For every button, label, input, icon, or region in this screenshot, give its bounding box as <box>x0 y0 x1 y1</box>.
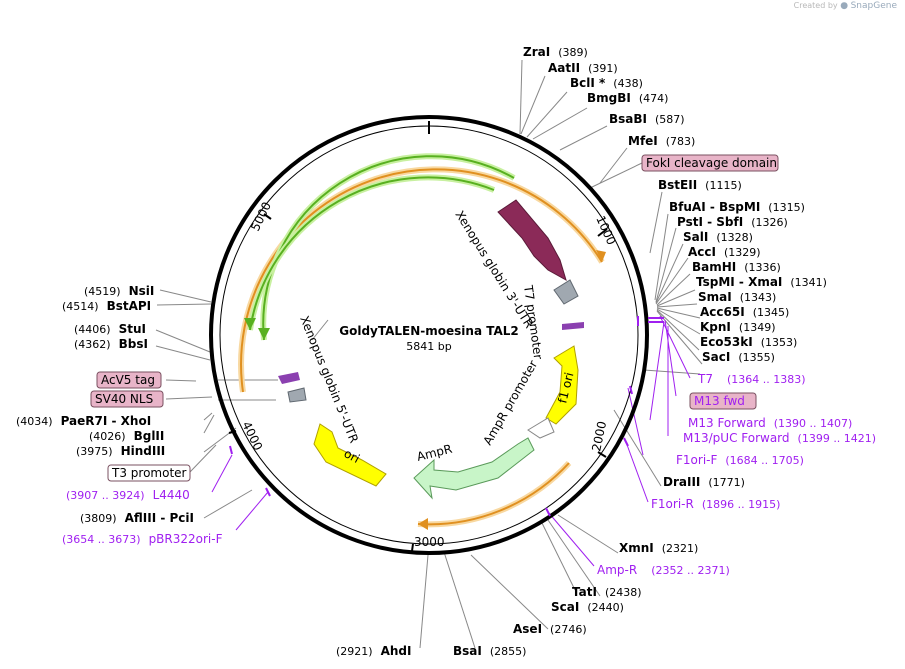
tick-label: 3000 <box>414 535 445 549</box>
enzyme-label: SalI(1328) <box>683 230 753 244</box>
enzyme-label: (4362)BbsI <box>74 337 148 351</box>
f1-ori-arrow <box>545 345 579 425</box>
primer-label: F1ori-F(1684 .. 1705) <box>676 453 804 467</box>
enzyme-label: ZraI(389) <box>523 45 588 59</box>
enzyme-label: BstEII(1115) <box>658 178 742 192</box>
enzyme-label: (3809)AflIII - PciI <box>80 511 194 525</box>
sv40-label: SV40 NLS <box>95 392 153 406</box>
enzyme-leader-lines <box>155 59 703 649</box>
credit-text: Created by <box>793 1 838 10</box>
repeat-arcs <box>247 153 516 341</box>
enzyme-labels-left: (2921)AhdI (3809)AflIII - PciI (3975)Hin… <box>16 284 411 658</box>
boxed-feature-sv40: SV40 NLS <box>90 390 164 408</box>
enzyme-label: BmgBI(474) <box>587 91 668 105</box>
enzyme-label: (4514)BstAPI <box>62 299 151 313</box>
acv5-tag-feature <box>278 372 300 384</box>
enzyme-label: BsaI(2855) <box>453 644 526 658</box>
credit-brand: SnapGene <box>850 1 897 11</box>
enzyme-label: AccI(1329) <box>688 245 761 259</box>
enzyme-labels: ZraI(389) AatII(391) BclI *(438) BmgBI(4… <box>453 45 827 658</box>
primer-label: Amp-R(2352 .. 2371) <box>597 563 730 577</box>
enzyme-label: (2921)AhdI <box>336 644 411 658</box>
primer-label: M13/pUC Forward(1399 .. 1421) <box>683 431 876 445</box>
t3-promoter-label: T3 promoter <box>111 466 187 480</box>
enzyme-label: Eco53kI(1353) <box>700 335 797 349</box>
enzyme-label: ScaI(2440) <box>551 600 624 614</box>
ampr-promoter-arrow <box>527 417 555 439</box>
primer-label: (3907 .. 3924)L4440 <box>66 488 190 502</box>
orf-arrowhead <box>596 250 606 262</box>
enzyme-label: (4026)BglII <box>89 429 164 443</box>
plasmid-length: 5841 bp <box>406 340 451 353</box>
enzyme-label: PstI - SbfI(1326) <box>677 215 788 229</box>
ori-arrow <box>313 423 387 487</box>
inner-tag-feature <box>562 322 584 330</box>
enzyme-label: AseI(2746) <box>513 622 587 636</box>
scale-ticks <box>228 121 608 552</box>
ampr-arrow <box>413 437 535 500</box>
backbone-circle <box>209 115 649 555</box>
talen-orf-arcs <box>238 166 605 528</box>
enzyme-label: MfeI(783) <box>628 134 695 148</box>
enzyme-label: AatII(391) <box>548 61 618 75</box>
snapgene-logo-icon: ● <box>840 1 849 11</box>
enzyme-label: (4034)PaeR7I - XhoI <box>16 414 151 428</box>
ori-label: ori <box>342 446 362 466</box>
enzyme-label: TspMI - XmaI(1341) <box>696 275 827 289</box>
primer-labels: T7(1364 .. 1383) M13 Forward(1390 .. 140… <box>62 372 876 577</box>
enzyme-label: TatI(2438) <box>572 585 642 599</box>
repeat-arrowhead <box>244 318 256 330</box>
enzyme-label: BfuAI - BspMI(1315) <box>669 200 805 214</box>
enzyme-label: XmnI(2321) <box>619 541 698 555</box>
primer-label: (3654 .. 3673)pBR322ori-F <box>62 532 223 546</box>
primer-marks <box>229 316 664 517</box>
boxed-feature-acv5: AcV5 tag <box>96 371 162 389</box>
enzyme-label: BsaBI(587) <box>609 112 685 126</box>
repeat-arrowhead <box>258 328 270 340</box>
enzyme-label: DraIII(1771) <box>663 475 745 489</box>
plasmid-name: GoldyTALEN-moesina TAL2 <box>339 324 519 338</box>
enzyme-label: Acc65I(1345) <box>700 305 789 319</box>
xenopus-3utr-arrow <box>497 199 567 282</box>
enzyme-label: BamHI(1336) <box>692 260 781 274</box>
primer-leader-lines <box>211 315 691 567</box>
enzyme-label: (3975)HindIII <box>76 444 165 458</box>
boxed-feature-t3: T3 promoter <box>107 464 191 482</box>
primer-label: F1ori-R(1896 .. 1915) <box>651 497 780 511</box>
feature-leader-lines <box>165 162 643 473</box>
orf-arrowhead <box>418 518 428 530</box>
enzyme-label: SmaI(1343) <box>698 290 776 304</box>
enzyme-label: KpnI(1349) <box>700 320 775 334</box>
snapgene-credit: Created by ● SnapGene <box>794 1 897 11</box>
enzyme-label: (4406)StuI <box>74 322 146 336</box>
boxed-feature-m13fwd: M13 fwd <box>689 392 757 410</box>
ampr-promoter-label: AmpR promoter <box>480 358 540 448</box>
enzyme-label: SacI(1355) <box>702 350 775 364</box>
fokI-label: FokI cleavage domain <box>646 156 777 170</box>
t7-promoter-arrow <box>553 279 579 305</box>
primer-label: T7(1364 .. 1383) <box>697 372 806 386</box>
primer-label: M13 Forward(1390 .. 1407) <box>688 416 852 430</box>
boxed-feature-fokI: FokI cleavage domain <box>641 154 779 172</box>
acv5-label: AcV5 tag <box>101 373 155 387</box>
enzyme-label: (4519)NsiI <box>84 284 154 298</box>
tick-label: 2000 <box>589 420 609 453</box>
enzyme-label: BclI *(438) <box>570 76 643 90</box>
t3-promoter-feature <box>287 387 307 403</box>
m13-fwd-label: M13 fwd <box>694 394 745 408</box>
